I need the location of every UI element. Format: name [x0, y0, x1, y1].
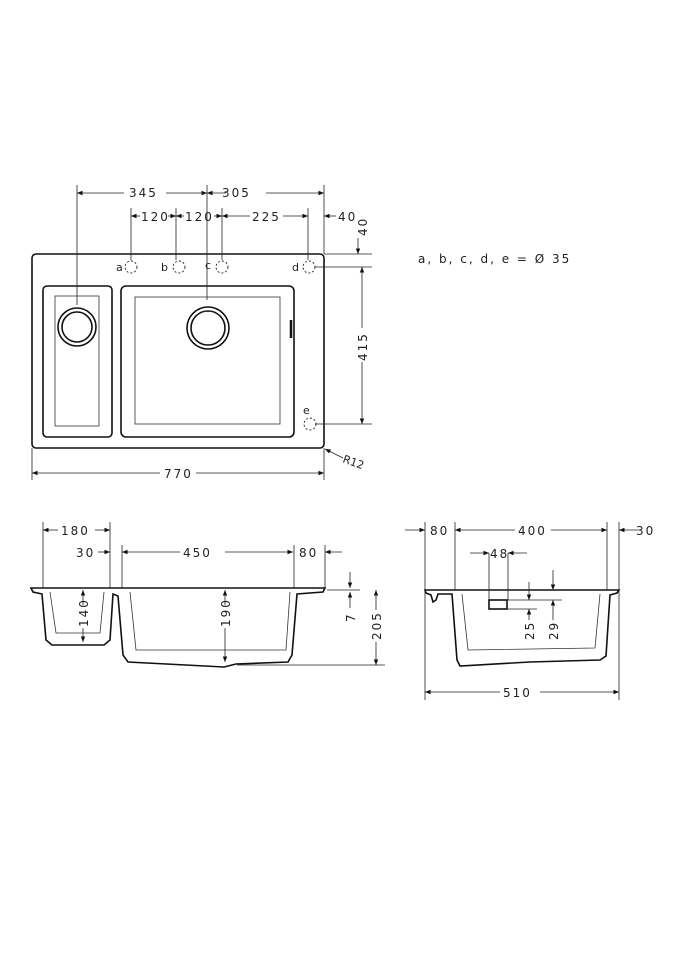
dim-120-b: 120 — [185, 210, 214, 224]
hole-label-e: e — [303, 404, 310, 417]
cross-section-outline — [423, 589, 621, 667]
tap-hole-a — [124, 260, 138, 274]
tap-hole-c — [215, 260, 229, 274]
overflow-opening — [488, 599, 508, 610]
dim-345: 345 — [129, 186, 158, 200]
extension-lines — [424, 522, 620, 700]
dim-400: 400 — [518, 524, 547, 538]
dim-80: 80 — [299, 546, 318, 560]
cross-section-inner — [461, 593, 601, 651]
top-view: a b c d e — [31, 185, 571, 481]
dim-225: 225 — [252, 210, 281, 224]
hole-diameter-legend: a, b, c, d, e = Ø 35 — [418, 252, 571, 266]
dim-7: 7 — [344, 612, 358, 622]
dimension-lines — [43, 527, 379, 665]
dim-770: 770 — [164, 467, 193, 481]
dim-120-a: 120 — [141, 210, 170, 224]
extension-lines — [42, 522, 385, 666]
small-bowl — [42, 285, 113, 438]
dim-415: 415 — [356, 332, 370, 361]
tap-hole-d — [302, 260, 316, 274]
drain-small-icon — [57, 307, 97, 347]
dimension-lines — [405, 527, 638, 695]
dimension-lines — [32, 190, 365, 476]
dim-40-vertical: 40 — [356, 217, 370, 236]
drain-large-icon — [186, 306, 230, 350]
dim-30: 30 — [76, 546, 95, 560]
dim-29: 29 — [547, 621, 561, 640]
sink-section-inner — [49, 591, 291, 651]
dim-450: 450 — [183, 546, 212, 560]
extension-lines — [31, 185, 372, 480]
section-view-cross: 80 400 30 48 25 29 510 — [405, 522, 655, 700]
large-bowl — [120, 285, 295, 438]
large-bowl-inner — [134, 296, 281, 425]
dim-48: 48 — [490, 547, 509, 561]
dim-25: 25 — [523, 621, 537, 640]
dim-510: 510 — [503, 686, 532, 700]
sink-outline — [31, 253, 325, 449]
hole-label-c: c — [205, 259, 211, 272]
dim-80: 80 — [430, 524, 449, 538]
dim-140: 140 — [77, 598, 91, 627]
dim-180: 180 — [61, 524, 90, 538]
section-view-long: 180 30 450 80 140 190 7 205 — [29, 522, 385, 668]
hole-label-d: d — [292, 261, 299, 274]
dim-205: 205 — [370, 611, 384, 640]
hole-label-b: b — [161, 261, 168, 274]
dim-305: 305 — [222, 186, 251, 200]
dim-190: 190 — [219, 598, 233, 627]
dim-30: 30 — [636, 524, 655, 538]
dim-r12: R12 — [341, 453, 366, 473]
sink-section-outline — [29, 587, 327, 668]
tap-hole-b — [172, 260, 186, 274]
hole-label-a: a — [116, 261, 123, 274]
tap-hole-e — [303, 417, 317, 431]
dim-40-horizontal: 40 — [338, 210, 357, 224]
